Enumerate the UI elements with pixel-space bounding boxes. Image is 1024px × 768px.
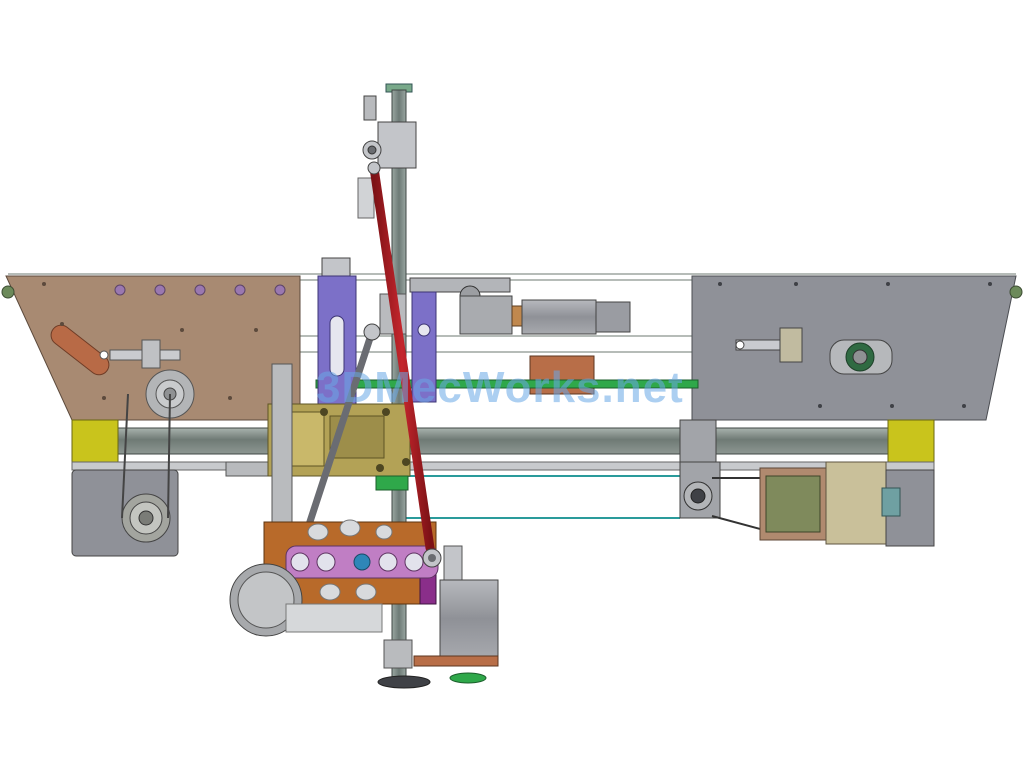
left-side-plate	[1, 275, 301, 421]
bottom-stepper-motor	[377, 545, 499, 689]
lower-right-motor-group	[679, 461, 935, 547]
bolt-row	[114, 284, 286, 296]
bottom-pulley	[229, 563, 383, 637]
upper-right-motor	[409, 277, 631, 395]
gray-link	[300, 323, 381, 544]
green-rod	[315, 379, 699, 389]
small-holes	[42, 282, 258, 400]
right-side-plate	[691, 275, 1023, 421]
red-link	[367, 161, 442, 568]
main-horizontal-shaft	[71, 419, 935, 463]
lower-left-bracket	[71, 393, 179, 557]
watermark-text: 3DMecWorks.net	[316, 363, 684, 412]
